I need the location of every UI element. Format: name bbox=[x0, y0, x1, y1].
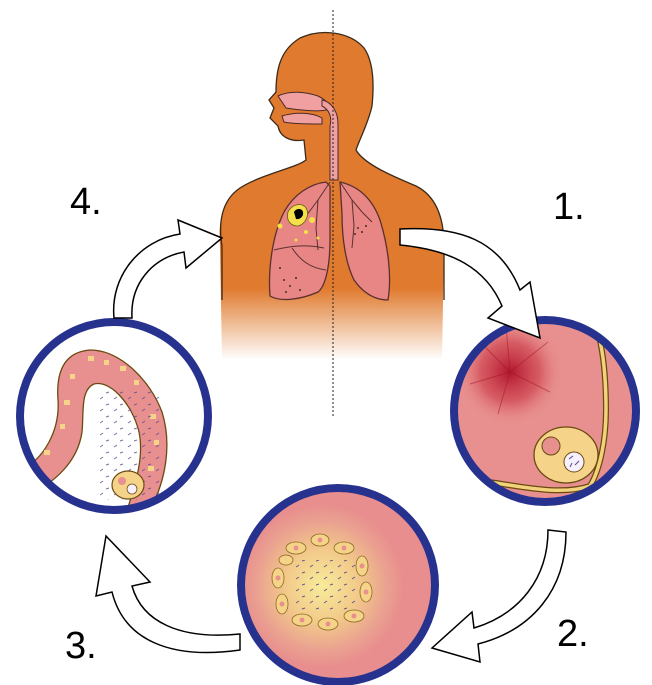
step-label-4: 4. bbox=[70, 183, 102, 221]
step-label-1: 1. bbox=[553, 188, 585, 226]
alveolus-inflammation-icon bbox=[450, 316, 640, 506]
step-label-3: 3. bbox=[65, 627, 97, 665]
human-torso-icon bbox=[220, 33, 444, 360]
granuloma-icon bbox=[236, 482, 442, 685]
airway-spread-icon bbox=[16, 318, 216, 520]
step-label-2: 2. bbox=[557, 615, 589, 653]
